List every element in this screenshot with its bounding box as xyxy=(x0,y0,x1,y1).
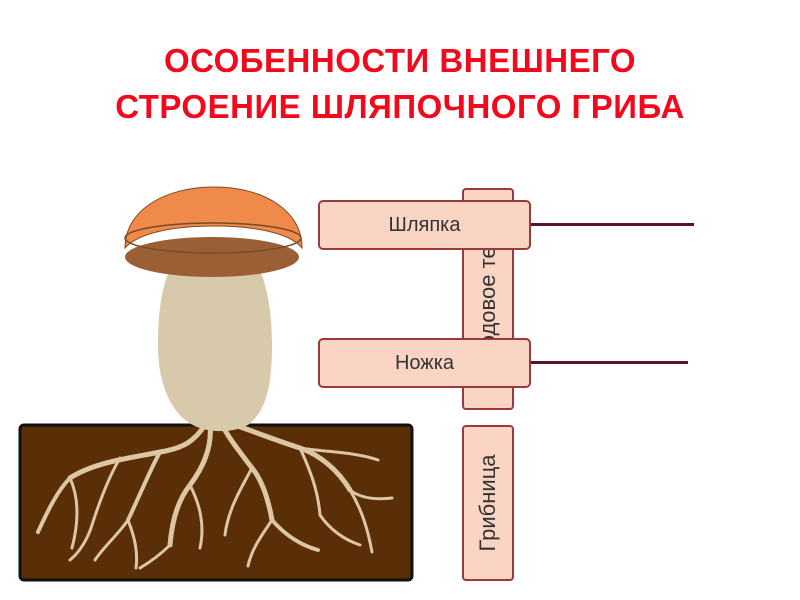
cap-label: Шляпка xyxy=(388,213,461,236)
page-title: ОСОБЕННОСТИ ВНЕШНЕГО СТРОЕНИЕ ШЛЯПОЧНОГО… xyxy=(0,38,800,130)
stem-label: Ножка xyxy=(394,351,455,374)
cap-underside xyxy=(125,237,299,277)
cap-rim xyxy=(124,222,302,254)
stem-connector-line xyxy=(531,361,688,364)
mycelium-label-box: Грибница xyxy=(462,425,514,581)
stem-shape xyxy=(158,241,272,432)
mycelium-label: Грибница xyxy=(475,454,500,552)
title-line-1: ОСОБЕННОСТИ ВНЕШНЕГО xyxy=(163,42,637,79)
soil-block xyxy=(18,423,414,582)
stem-label-box: Ножка xyxy=(318,338,531,388)
cap-label-box: Шляпка xyxy=(318,200,531,250)
cap-connector-line xyxy=(531,223,694,226)
title-line-2: СТРОЕНИЕ ШЛЯПОЧНОГО ГРИБА xyxy=(115,88,685,125)
mycelium-hyphae xyxy=(36,422,394,570)
